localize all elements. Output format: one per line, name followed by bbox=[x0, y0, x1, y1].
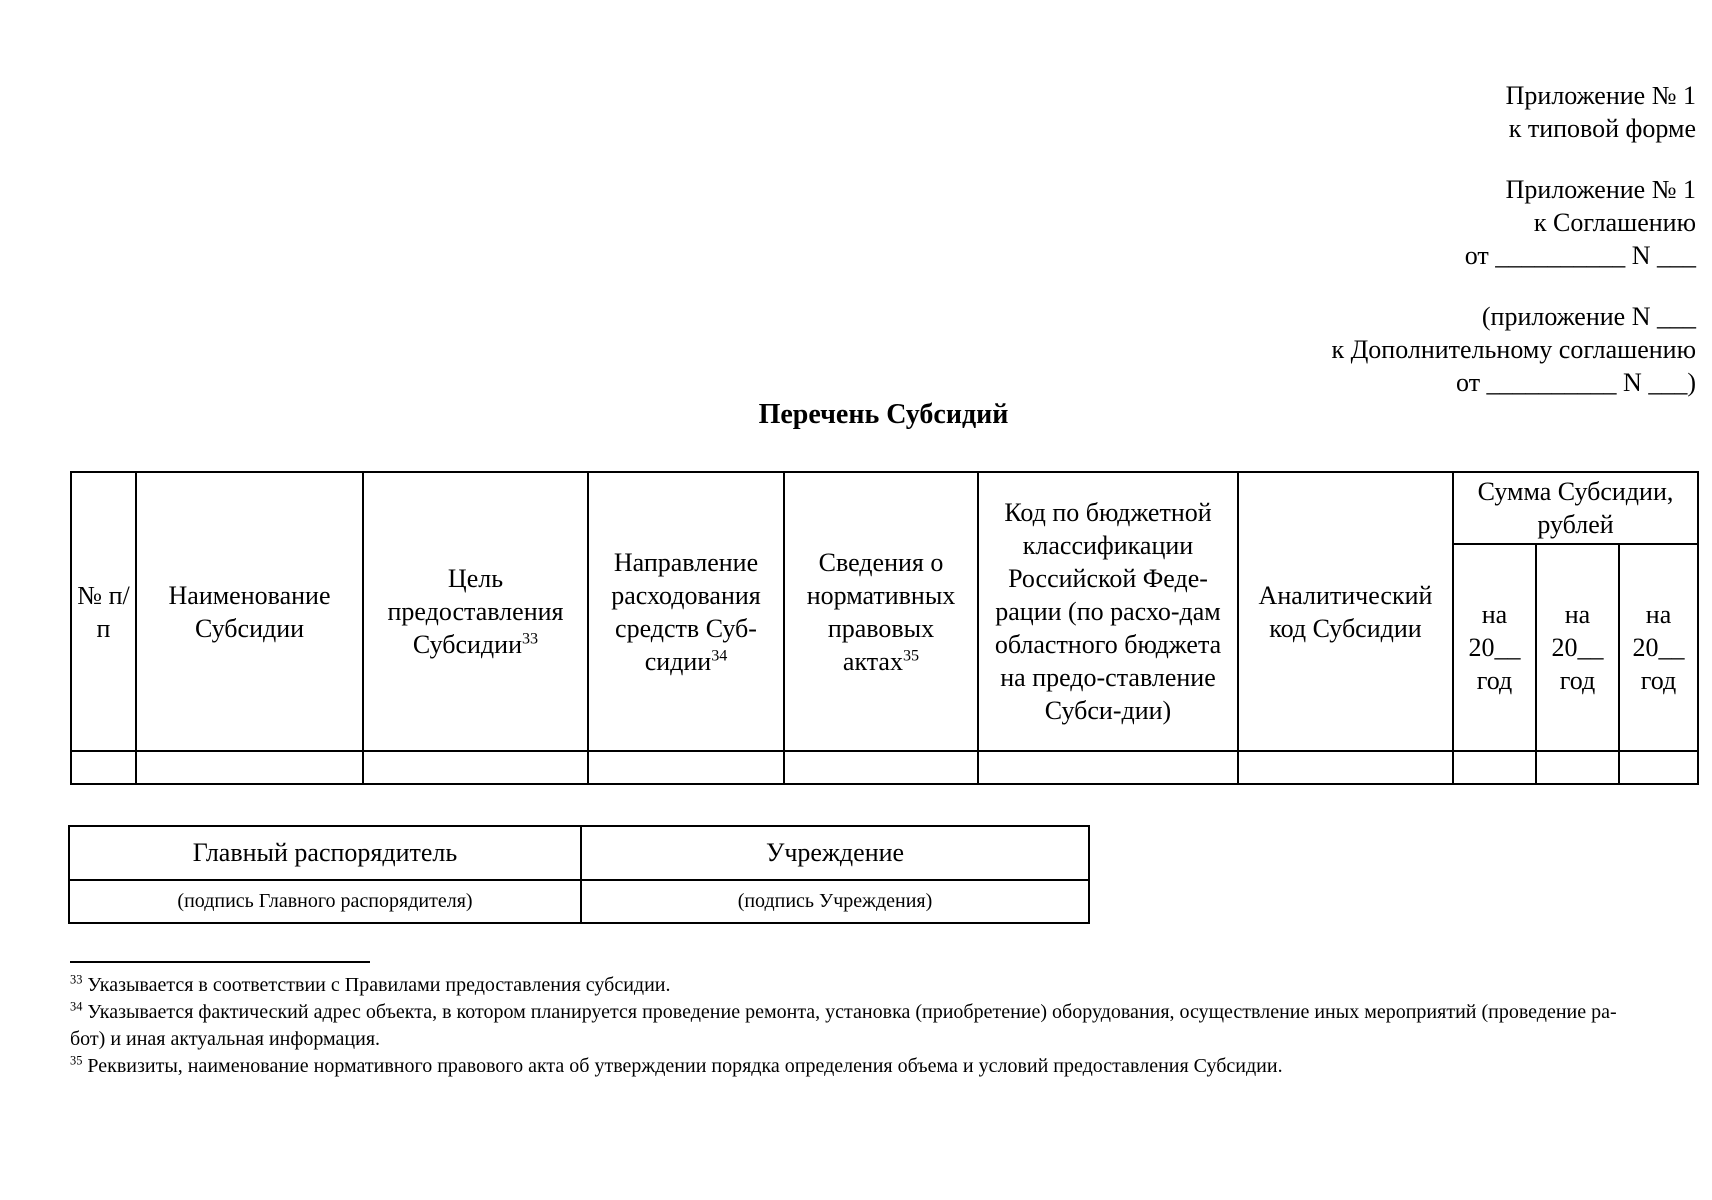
footnote-33: 33 Указывается в соответствии с Правилам… bbox=[70, 972, 1700, 999]
empty-cell bbox=[783, 750, 979, 785]
footnote-34: 34 Указывается фактический адрес объекта… bbox=[70, 999, 1700, 1026]
col-header-year-3-label: на 20__ год bbox=[1632, 600, 1685, 695]
col-header-subsidy-name: Наименование Субсидии bbox=[135, 471, 364, 752]
col-header-analytical-code: Аналитический код Субсидии bbox=[1237, 471, 1454, 752]
footnote-34-marker: 34 bbox=[70, 999, 83, 1014]
col-header-legal-acts: Сведения о нормативных правовых актах35 bbox=[783, 471, 979, 752]
subsidy-table: № п/п Наименование Субсидии Цель предост… bbox=[70, 471, 1700, 785]
appendix-line: к Соглашению bbox=[1533, 208, 1696, 237]
col-header-year-3: на 20__ год bbox=[1617, 543, 1700, 752]
footnote-35-text: Реквизиты, наименование нормативного пра… bbox=[87, 1055, 1283, 1077]
appendix-line: к типовой форме bbox=[1508, 114, 1696, 143]
col-header-budget-code-label: Код по бюджетной классификации Российско… bbox=[994, 498, 1222, 725]
empty-cell bbox=[135, 750, 364, 785]
footnote-34-continued: бот) и иная актуальная информация. bbox=[70, 1026, 1700, 1053]
appendix-line: Приложение № 1 bbox=[1505, 81, 1696, 110]
appendix-block-agreement: Приложение № 1 к Соглашению от _________… bbox=[1331, 173, 1696, 272]
footnote-ref-34: 34 bbox=[711, 646, 728, 664]
col-header-subsidy-purpose-label: Цель предоставления Субсидии bbox=[387, 564, 564, 659]
header-main-manager: Главный распорядитель bbox=[68, 825, 582, 881]
footnote-33-marker: 33 bbox=[70, 972, 83, 987]
col-header-year-2: на 20__ год bbox=[1535, 543, 1620, 752]
empty-cell bbox=[362, 750, 589, 785]
document-title: Перечень Субсидий bbox=[758, 399, 1009, 430]
col-header-subsidy-name-label: Наименование Субсидии bbox=[168, 580, 331, 643]
footnote-ref-33: 33 bbox=[521, 630, 539, 648]
footnote-35: 35 Реквизиты, наименование нормативного … bbox=[70, 1053, 1700, 1080]
appendix-line: от __________ N ___) bbox=[1456, 368, 1696, 397]
empty-cell bbox=[1617, 750, 1700, 785]
col-header-spending-direction: Направление расходования средств Суб-сид… bbox=[587, 471, 785, 752]
col-header-num-label: № п/п bbox=[77, 580, 130, 643]
footnote-35-marker: 35 bbox=[70, 1053, 83, 1068]
footnote-separator bbox=[70, 961, 370, 963]
appendix-block-typical-form: Приложение № 1 к типовой форме bbox=[1331, 79, 1696, 145]
col-header-subsidy-sum-label: Сумма Субсидии, рублей bbox=[1477, 477, 1674, 539]
table-empty-row bbox=[70, 750, 1700, 785]
footnotes: 33 Указывается в соответствии с Правилам… bbox=[70, 972, 1700, 1080]
col-header-year-1-label: на 20__ год bbox=[1468, 600, 1521, 695]
appendix-line: от __________ N ___ bbox=[1464, 241, 1696, 270]
empty-cell bbox=[1535, 750, 1620, 785]
col-header-spending-direction-label: Направление расходования средств Суб-сид… bbox=[611, 547, 761, 676]
appendix-block-additional-agreement: (приложение N ___ к Дополнительному согл… bbox=[1331, 300, 1696, 399]
col-header-legal-acts-label: Сведения о нормативных правовых актах bbox=[806, 547, 956, 676]
empty-cell bbox=[977, 750, 1239, 785]
hint-institution-signature: (подпись Учреждения) bbox=[580, 879, 1090, 924]
appendix-header: Приложение № 1 к типовой форме Приложени… bbox=[1331, 79, 1696, 427]
footnote-34-text-line-2: бот) и иная актуальная информация. bbox=[70, 1028, 381, 1050]
empty-cell bbox=[70, 750, 137, 785]
col-header-subsidy-purpose: Цель предоставления Субсидии33 bbox=[362, 471, 589, 752]
col-header-subsidy-sum: Сумма Субсидии, рублей bbox=[1451, 471, 1700, 545]
footnote-33-text: Указывается в соответствии с Правилами п… bbox=[87, 974, 671, 996]
col-header-year-1: на 20__ год bbox=[1452, 543, 1537, 752]
footnote-34-text-line-1: Указывается фактический адрес объекта, в… bbox=[87, 1001, 1617, 1023]
col-header-year-2-label: на 20__ год bbox=[1551, 600, 1604, 695]
signature-table: Главный распорядитель Учреждение (подпис… bbox=[68, 825, 1090, 924]
appendix-line: Приложение № 1 bbox=[1505, 175, 1696, 204]
appendix-line: к Дополнительному соглашению bbox=[1331, 335, 1696, 364]
col-header-analytical-code-label: Аналитический код Субсидии bbox=[1258, 580, 1433, 643]
empty-cell bbox=[1452, 750, 1537, 785]
header-institution: Учреждение bbox=[580, 825, 1090, 881]
hint-main-manager-signature: (подпись Главного распорядителя) bbox=[68, 879, 582, 924]
appendix-line: (приложение N ___ bbox=[1481, 302, 1696, 331]
col-header-budget-code: Код по бюджетной классификации Российско… bbox=[977, 471, 1239, 752]
empty-cell bbox=[587, 750, 785, 785]
empty-cell bbox=[1237, 750, 1454, 785]
footnote-ref-35: 35 bbox=[902, 646, 920, 664]
col-header-num: № п/п bbox=[70, 471, 137, 752]
